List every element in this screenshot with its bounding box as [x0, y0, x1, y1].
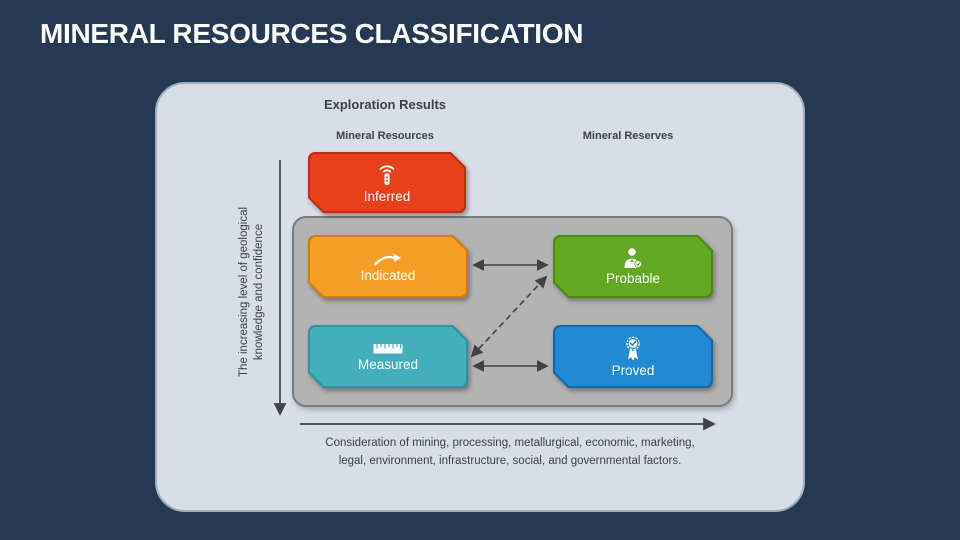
exploration-results-label: Exploration Results — [323, 97, 447, 112]
person-badge-icon — [621, 247, 645, 270]
mineral-resources-column-label: Mineral Resources — [336, 130, 434, 142]
box-proved: Proved — [553, 325, 713, 388]
wireless-probe-icon — [375, 161, 399, 188]
ruler-icon — [372, 342, 404, 356]
box-measured: Measured — [308, 325, 468, 388]
x-axis-caption-line2: legal, environment, infrastructure, soci… — [338, 455, 682, 467]
box-probable-label: Probable — [605, 271, 661, 286]
box-measured-body: Measured — [310, 327, 466, 386]
box-proved-label: Proved — [611, 363, 655, 378]
box-inferred-body: Inferred — [310, 154, 464, 211]
box-proved-body: Proved — [555, 327, 711, 386]
box-inferred-label: Inferred — [363, 189, 411, 204]
box-inferred-border: Inferred — [308, 152, 466, 213]
curved-arrow-icon — [373, 251, 403, 267]
slide-title: MINERAL RESOURCES CLASSIFICATION — [40, 18, 584, 49]
box-measured-border: Measured — [308, 325, 468, 388]
x-axis-caption-line1: Consideration of mining, processing, met… — [325, 437, 695, 449]
y-axis-label: The increasing level of geological knowl… — [237, 207, 267, 377]
y-axis-label-line2: knowledge and confidence — [253, 223, 265, 361]
award-ribbon-icon — [621, 335, 645, 362]
mineral-reserves-column-label: Mineral Reserves — [582, 130, 674, 142]
box-measured-label: Measured — [357, 356, 419, 372]
box-indicated-label: Indicated — [360, 267, 416, 283]
box-probable-border: Probable — [553, 235, 713, 298]
box-indicated-body: Indicated — [310, 237, 466, 296]
x-axis-caption: Consideration of mining, processing, met… — [280, 434, 740, 470]
box-probable: Probable — [553, 235, 713, 298]
box-inferred: Inferred — [308, 152, 466, 213]
box-proved-border: Proved — [553, 325, 713, 388]
y-axis-label-line1: The increasing level of geological — [238, 206, 250, 378]
box-indicated: Indicated — [308, 235, 468, 298]
box-probable-body: Probable — [555, 237, 711, 296]
box-indicated-border: Indicated — [308, 235, 468, 298]
